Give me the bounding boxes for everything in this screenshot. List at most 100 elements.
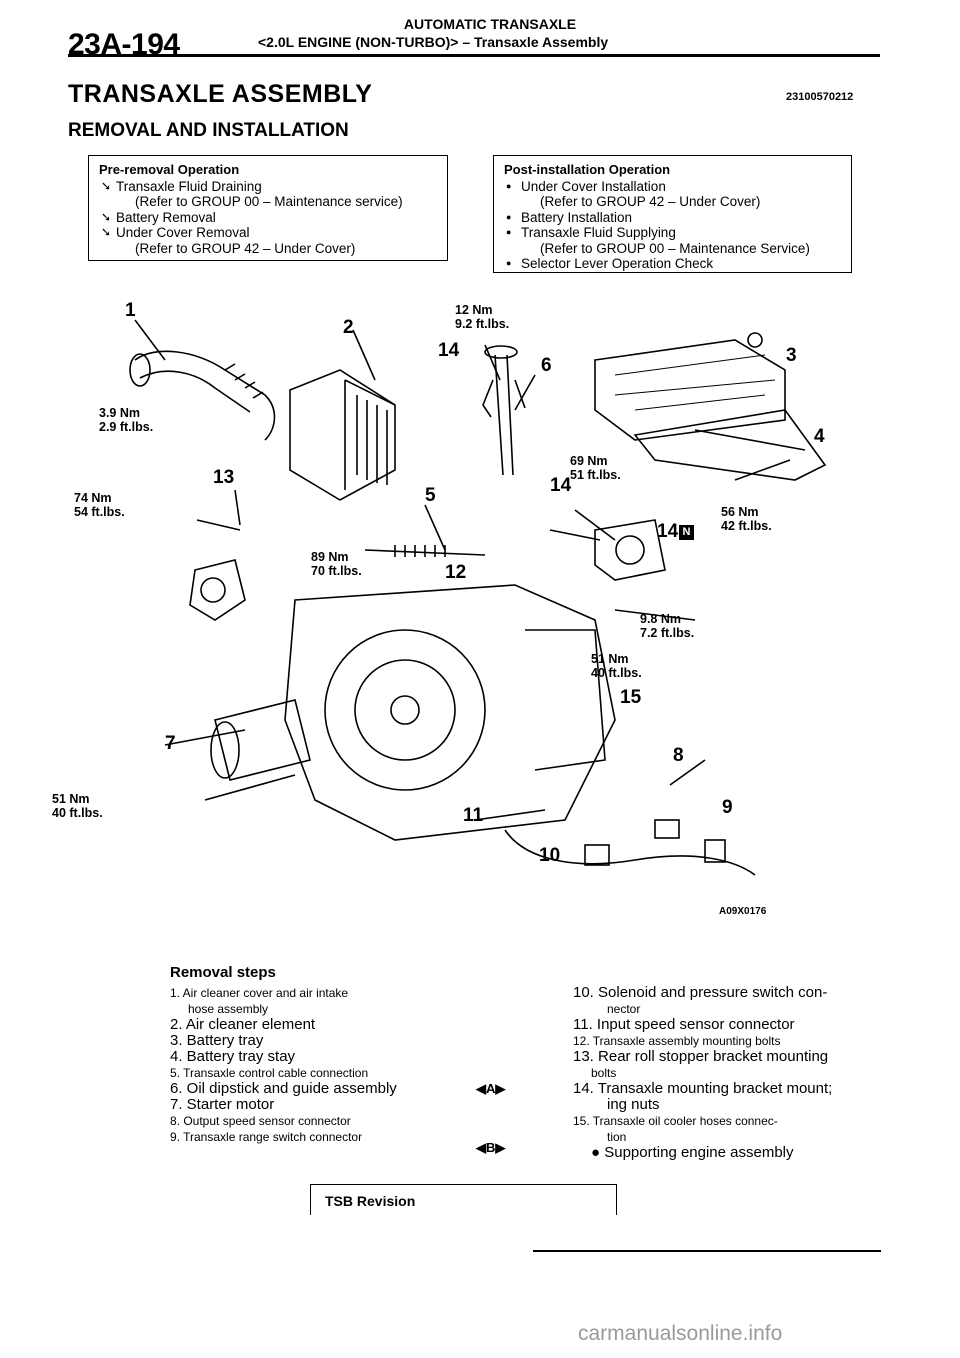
page-subtitle: REMOVAL AND INSTALLATION (68, 120, 349, 141)
removal-step: 5. Transaxle control cable connection (170, 1066, 369, 1080)
transaxle-housing (284, 584, 616, 841)
callout-14c: 14 (657, 521, 679, 542)
removal-step: ● Supporting engine assembly (591, 1144, 794, 1161)
removal-step: ing nuts (607, 1096, 660, 1113)
bullet-icon: ● (506, 211, 512, 222)
callout-14b: 14 (550, 475, 572, 496)
front-mount-bracket (594, 519, 666, 581)
callout-11: 11 (463, 805, 484, 826)
air-cleaner (289, 369, 396, 501)
figure-code: A09X0176 (719, 906, 767, 917)
box-item-text: Transaxle Fluid Supplying (521, 225, 676, 240)
battery-tray-stay (633, 409, 827, 481)
callout-4: 4 (814, 426, 825, 447)
removal-step: 12. Transaxle assembly mounting bolts (573, 1034, 781, 1048)
callout-7: 7 (165, 733, 176, 754)
box-item-text: (Refer to GROUP 42 – Under Cover) (540, 194, 761, 209)
removal-steps-title: Removal steps (170, 964, 276, 981)
tsb-revision-box: TSB Revision (310, 1184, 617, 1215)
bullet-icon: ● (506, 258, 512, 268)
bullet-icon: ● (506, 227, 512, 237)
marker-b: ◀B▶ (476, 1140, 506, 1155)
removal-step: hose assembly (188, 1002, 269, 1016)
callout-15: 15 (620, 687, 642, 708)
post-install-heading: Post-installation Operation (504, 162, 671, 177)
pre-removal-heading: Pre-removal Operation (99, 162, 240, 177)
box-item-text: (Refer to GROUP 00 – Maintenance service… (135, 194, 403, 209)
removal-step: 6. Oil dipstick and guide assembly (170, 1080, 397, 1097)
callout-6: 6 (541, 355, 552, 376)
torque-converter (324, 629, 486, 791)
post-install-box: Post-installation Operation ●Under Cover… (493, 155, 852, 273)
air-intake-hose (134, 350, 276, 441)
callout-8: 8 (673, 745, 684, 766)
callout-13: 13 (213, 467, 235, 488)
subsection-title: <2.0L ENGINE (NON-TURBO)> – Transaxle As… (258, 34, 609, 50)
starter-motor (214, 699, 311, 781)
removal-step: 3. Battery tray (170, 1032, 264, 1049)
document-id: 23100570212 (786, 91, 854, 103)
diagram-illustration (129, 319, 827, 876)
marker-a: ◀A▶ (476, 1081, 506, 1096)
pre-removal-box: Pre-removal Operation ➘ Transaxle Fluid D… (88, 155, 448, 261)
callout-12: 12 (445, 562, 467, 583)
post-install-list: ●Under Cover Installation(Refer to GROUP… (504, 179, 841, 272)
callout-1: 1 (125, 300, 136, 321)
box-item: ➘Under Cover Removal (99, 225, 437, 241)
callout-14a: 14 (438, 340, 460, 361)
removal-step: 14. Transaxle mounting bracket mount; (573, 1080, 833, 1097)
box-item-text: Battery Installation (521, 209, 633, 225)
removal-step: bolts (591, 1066, 617, 1080)
callout-2: 2 (343, 317, 354, 338)
removal-step: 10. Solenoid and pressure switch con- (573, 984, 828, 1001)
removal-steps-right: 10. Solenoid and pressure switch con-nec… (573, 985, 873, 1161)
removal-step: tion (607, 1130, 627, 1144)
callout-5: 5 (425, 485, 436, 506)
bullet-icon: ➘ (101, 178, 112, 193)
removal-step: 13. Rear roll stopper bracket mounting (573, 1048, 829, 1065)
footer-rule (533, 1250, 881, 1252)
box-item: ➘ Battery Removal (99, 210, 437, 226)
transaxle-diagram: 1 2 3 4 5 6 7 8 9 10 11 12 13 14 14 14 N… (52, 300, 885, 925)
box-item: (Refer to GROUP 00 – Maintenance service… (99, 194, 437, 210)
removal-step: 9. Transaxle range switch connector (170, 1130, 363, 1144)
page-title: TRANSAXLE ASSEMBLY (68, 80, 373, 108)
box-item-text: Battery Removal (116, 209, 216, 225)
callout-10: 10 (539, 845, 561, 866)
box-item-text: Under Cover Installation (521, 178, 666, 194)
box-item: (Refer to GROUP 00 – Maintenance Service… (504, 241, 841, 257)
wiring-harness (504, 829, 756, 876)
removal-step: 4. Battery tray stay (170, 1048, 296, 1065)
removal-step: 7. Starter motor (170, 1096, 275, 1113)
watermark: carmanualsonline.info (578, 1322, 783, 1345)
removal-step: 11. Input speed sensor connector (573, 1016, 795, 1033)
box-item: ● Selector Lever Operation Check (504, 256, 841, 272)
box-item-text: Under Cover Removal (116, 225, 250, 240)
n-mark: N (679, 525, 694, 540)
box-item: ● Battery Installation (504, 210, 841, 226)
callout-3: 3 (786, 345, 797, 366)
section-title: AUTOMATIC TRANSAXLE (403, 16, 577, 32)
box-item-text: (Refer to GROUP 00 – Maintenance Service… (540, 240, 810, 256)
box-item: ➘ Transaxle Fluid Draining (99, 179, 437, 195)
removal-steps-left: 1. Air cleaner cover and air intake hose … (170, 985, 470, 1145)
removal-step: 1. Air cleaner cover and air intake (170, 986, 349, 1000)
battery-tray (594, 339, 786, 441)
box-item: (Refer to GROUP 42 – Under Cover) (99, 241, 437, 257)
box-item-text: Selector Lever Operation Check (521, 256, 714, 271)
callout-9: 9 (722, 797, 733, 818)
box-item: (Refer to GROUP 42 – Under Cover) (504, 194, 841, 210)
box-item: ●Under Cover Installation (504, 179, 841, 195)
header-rule (68, 54, 880, 57)
box-item-text: Transaxle Fluid Draining (116, 178, 262, 194)
bullet-icon: ➘ (101, 209, 112, 224)
